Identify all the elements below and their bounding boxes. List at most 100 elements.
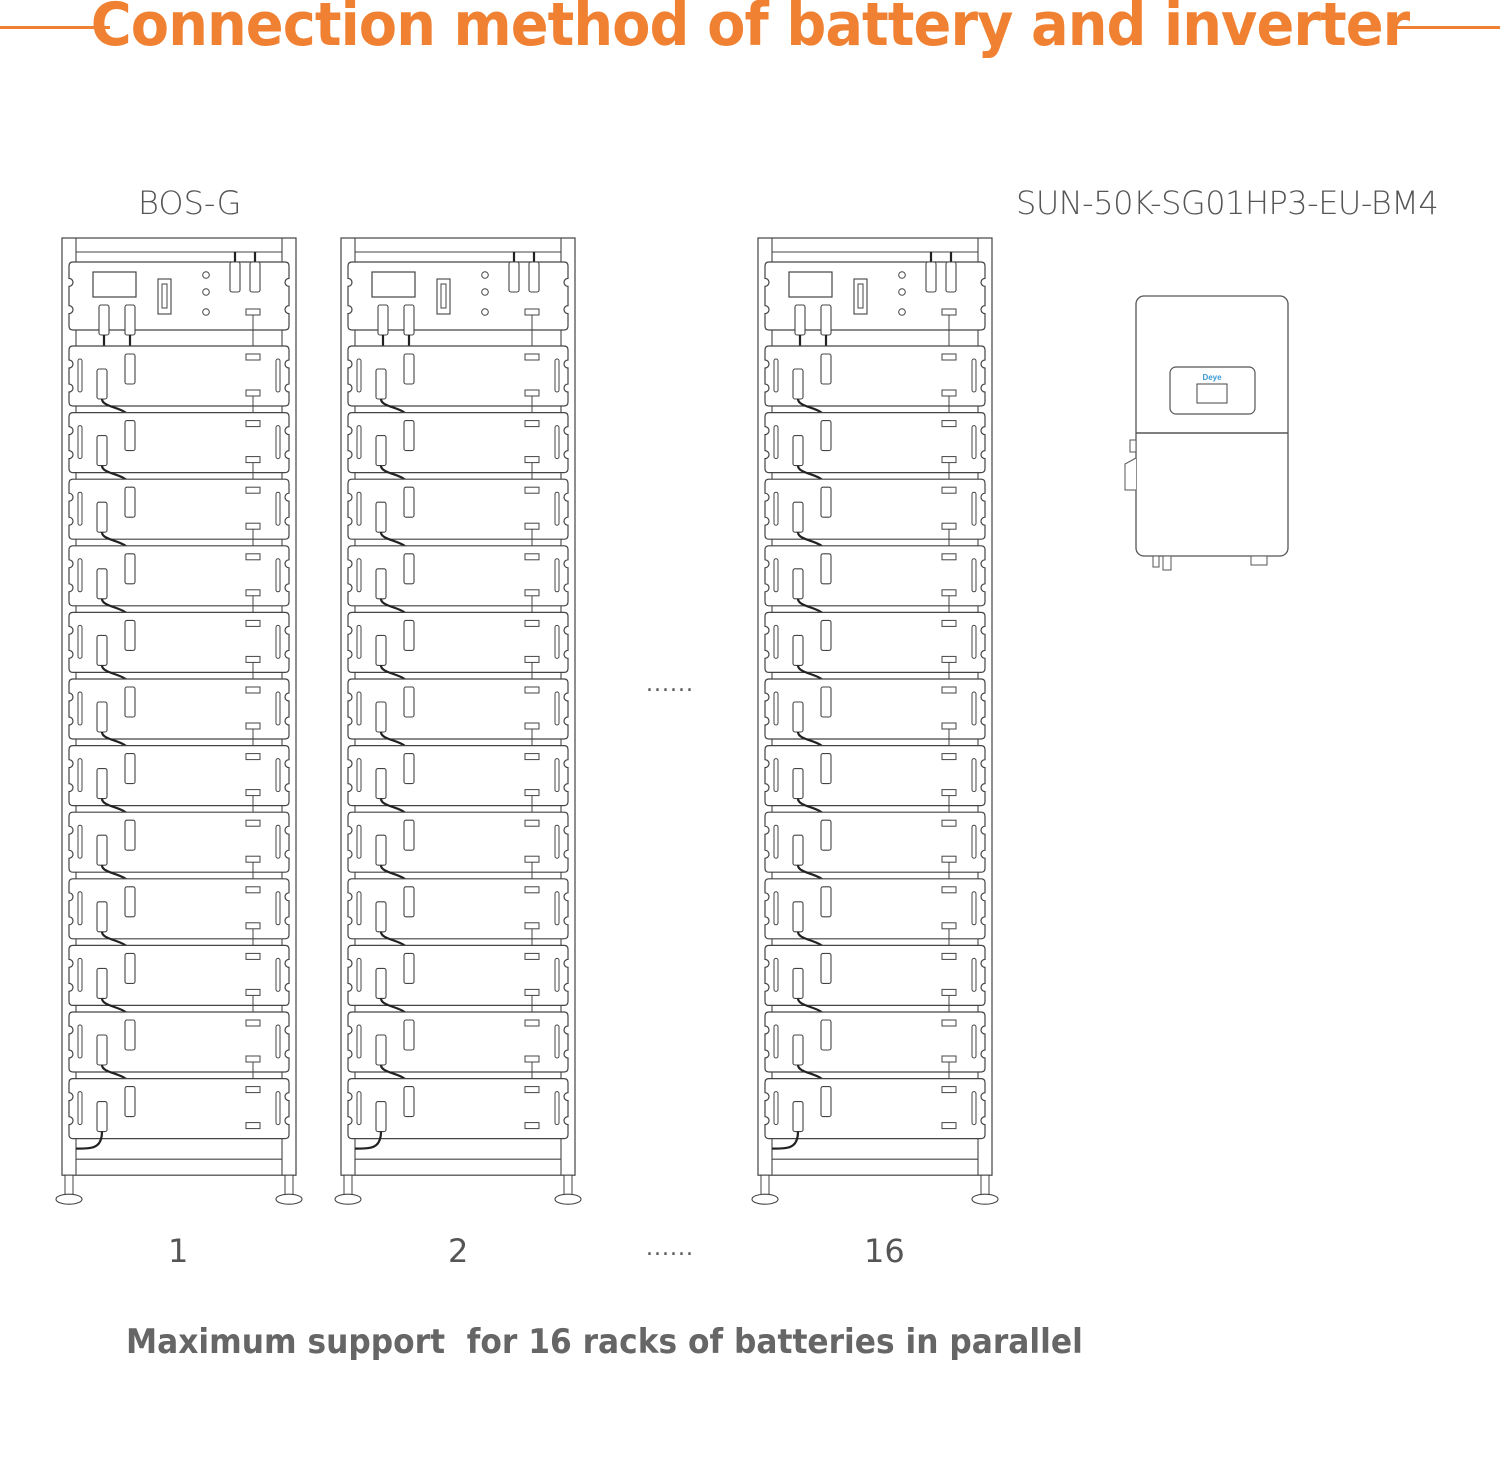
module-terminal-neg — [375, 768, 387, 800]
module-comm-out — [245, 1055, 261, 1063]
module-terminal-pos — [820, 753, 832, 785]
battery-module-case — [764, 745, 986, 807]
return-cable — [771, 1131, 800, 1150]
module-terminal-pos — [124, 619, 136, 651]
module-handle-left — [77, 824, 83, 859]
module-terminal-neg — [792, 834, 804, 866]
module-comm-out — [941, 789, 957, 797]
module-terminal-neg — [96, 1101, 108, 1133]
battery-module-case — [347, 611, 569, 673]
module-terminal-pos — [820, 353, 832, 385]
module-handle-right — [971, 1024, 977, 1059]
module-comm-out — [245, 855, 261, 863]
module-handle-right — [275, 558, 281, 593]
battery-module — [68, 1078, 290, 1140]
module-handle-left — [356, 891, 362, 926]
battery-module — [347, 611, 569, 673]
battery-module — [68, 478, 290, 540]
module-terminal-pos — [403, 952, 415, 984]
module-comm-out — [941, 389, 957, 397]
module-handle-right — [554, 491, 560, 526]
module-comm-in — [524, 886, 540, 894]
module-handle-right — [971, 491, 977, 526]
module-terminal-neg — [792, 1101, 804, 1133]
rack-number-2: 2 — [448, 1232, 469, 1270]
battery-module-case — [68, 878, 290, 940]
module-terminal-pos — [403, 753, 415, 785]
battery-module — [764, 412, 986, 474]
module-comm-in — [245, 353, 261, 361]
module-handle-right — [554, 1091, 560, 1126]
module-terminal-pos — [124, 886, 136, 918]
battery-rack-1 — [55, 237, 303, 1205]
module-comm-in — [245, 886, 261, 894]
module-comm-in — [941, 353, 957, 361]
module-handle-right — [971, 358, 977, 393]
module-handle-left — [77, 425, 83, 460]
module-terminal-neg — [792, 435, 804, 467]
module-terminal-pos — [124, 686, 136, 718]
battery-module — [764, 478, 986, 540]
indicator-led — [202, 288, 210, 296]
module-comm-out — [524, 1122, 540, 1130]
battery-module — [68, 1011, 290, 1073]
module-handle-left — [773, 1091, 779, 1126]
module-handle-left — [773, 824, 779, 859]
battery-module-case — [68, 811, 290, 873]
battery-module-case — [68, 1011, 290, 1073]
module-handle-right — [971, 891, 977, 926]
racks-ellipsis-bottom: ...... — [646, 1236, 694, 1261]
module-terminal-pos — [820, 886, 832, 918]
module-terminal-neg — [792, 901, 804, 933]
return-cable — [75, 1131, 104, 1150]
module-comm-in — [524, 553, 540, 561]
battery-module-case — [764, 545, 986, 607]
module-handle-left — [773, 425, 779, 460]
battery-module — [764, 1011, 986, 1073]
module-handle-left — [773, 957, 779, 992]
module-comm-in — [524, 486, 540, 494]
module-terminal-neg — [96, 967, 108, 999]
power-connector — [377, 304, 389, 336]
module-handle-left — [773, 491, 779, 526]
battery-module-case — [68, 478, 290, 540]
module-comm-out — [941, 855, 957, 863]
module-comm-out — [245, 655, 261, 663]
module-comm-in — [245, 1086, 261, 1094]
battery-module-case — [68, 745, 290, 807]
module-terminal-pos — [820, 952, 832, 984]
parallel-connector — [249, 261, 261, 293]
rack-frame — [340, 237, 576, 1176]
return-cable — [354, 1131, 383, 1150]
module-handle-left — [773, 691, 779, 726]
module-terminal-neg — [792, 768, 804, 800]
battery-module — [347, 678, 569, 740]
rack-frame — [757, 237, 993, 1176]
inverter-screen — [1196, 383, 1228, 404]
module-comm-in — [524, 353, 540, 361]
module-comm-out — [941, 655, 957, 663]
module-terminal-neg — [375, 435, 387, 467]
title-bar: Connection method of battery and inverte… — [0, 0, 1500, 60]
battery-module — [68, 412, 290, 474]
rack-number-16: 16 — [864, 1232, 905, 1270]
module-handle-right — [275, 824, 281, 859]
module-handle-right — [971, 1091, 977, 1126]
module-terminal-neg — [96, 901, 108, 933]
module-handle-right — [554, 691, 560, 726]
indicator-led — [202, 308, 210, 316]
module-terminal-pos — [820, 420, 832, 452]
module-handle-right — [275, 358, 281, 393]
parallel-connector — [925, 261, 937, 293]
module-terminal-pos — [403, 819, 415, 851]
battery-module — [347, 944, 569, 1006]
battery-module — [68, 611, 290, 673]
battery-module-case — [347, 545, 569, 607]
module-handle-left — [356, 957, 362, 992]
battery-module — [68, 944, 290, 1006]
module-handle-left — [77, 758, 83, 793]
module-comm-out — [941, 722, 957, 730]
module-terminal-neg — [96, 501, 108, 533]
module-comm-out — [524, 456, 540, 464]
module-comm-in — [941, 686, 957, 694]
